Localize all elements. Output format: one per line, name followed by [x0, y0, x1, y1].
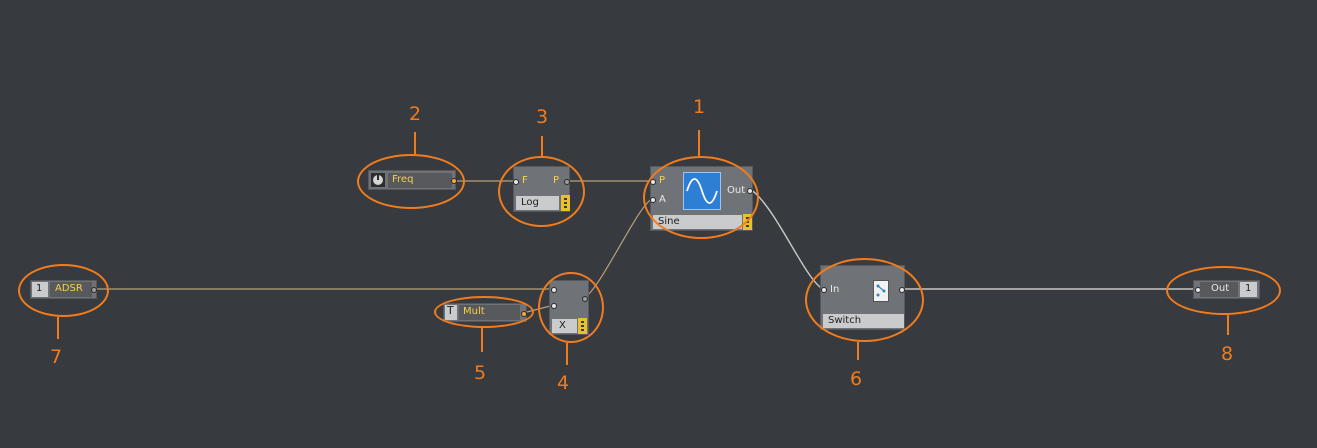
callout-ring-4: [538, 272, 604, 343]
callout-number-4: 4: [557, 372, 570, 394]
callout-tick-1: [698, 130, 700, 156]
callout-ring-3: [498, 156, 585, 227]
callout-number-1: 1: [693, 96, 706, 118]
callout-number-7: 7: [50, 346, 63, 368]
wire-sine-to-switch: [749, 188, 824, 290]
callout-tick-7: [57, 317, 59, 339]
callout-number-2: 2: [409, 103, 422, 125]
callout-tick-4: [566, 343, 568, 365]
callout-number-5: 5: [474, 362, 487, 384]
callout-number-6: 6: [850, 368, 863, 390]
callout-ring-2: [357, 154, 465, 209]
callout-ring-5: [434, 296, 534, 328]
callout-number-8: 8: [1221, 343, 1234, 365]
callout-tick-5: [481, 328, 483, 352]
callout-number-3: 3: [536, 106, 549, 128]
callout-ring-8: [1166, 266, 1281, 315]
callout-ring-6: [805, 258, 924, 342]
callout-ring-7: [18, 264, 109, 317]
callout-tick-6: [857, 342, 859, 360]
callout-tick-2: [414, 132, 416, 154]
callout-tick-3: [541, 136, 543, 156]
callout-ring-1: [643, 156, 759, 239]
callout-tick-8: [1227, 315, 1229, 335]
